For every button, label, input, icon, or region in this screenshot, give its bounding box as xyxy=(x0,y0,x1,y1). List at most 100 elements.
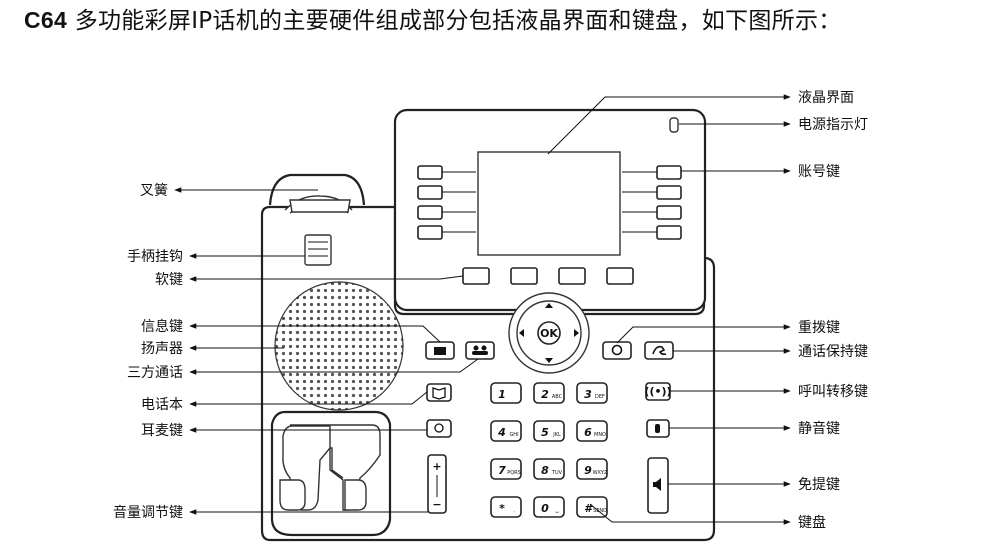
keypad-key-main: 2 xyxy=(541,388,549,401)
account-keys xyxy=(622,165,682,240)
line-key[interactable] xyxy=(417,165,443,180)
keypad-key-11[interactable]: 0␣ xyxy=(533,496,565,518)
keypad-key-frame xyxy=(533,420,565,442)
keypad-key-main: 7 xyxy=(498,464,506,477)
keypad-key-main: * xyxy=(499,502,505,515)
svg-text:+: + xyxy=(432,460,441,473)
message-key[interactable] xyxy=(425,341,455,360)
page-heading: C64 多功能彩屏IP话机的主要硬件组成部分包括液晶界面和键盘，如下图所示： xyxy=(24,2,842,39)
keypad-key-1[interactable]: 1 xyxy=(490,382,522,404)
label-power-led: 电源指示灯 xyxy=(798,117,868,133)
keypad-key-10[interactable]: *. xyxy=(490,496,522,518)
line-key[interactable] xyxy=(417,205,443,220)
labels: 液晶界面 电源指示灯 账号键 重拨键 通话保持键 呼叫转移键 静音键 免提键 键… xyxy=(113,90,868,531)
envelope-icon xyxy=(434,347,446,355)
hold-key[interactable] xyxy=(644,341,674,360)
mute-key[interactable] xyxy=(646,419,670,438)
keypad-key-frame xyxy=(490,496,522,518)
handsfree-key[interactable] xyxy=(647,457,669,514)
keypad-key-sub: . xyxy=(513,508,515,514)
label-soft-key: 软键 xyxy=(155,272,183,288)
speaker-icon xyxy=(653,478,661,491)
heading-text: 多功能彩屏IP话机的主要硬件组成部分包括液晶界面和键盘，如下图所示： xyxy=(67,8,842,34)
label-keypad: 键盘 xyxy=(798,514,826,531)
keypad-key-sub: ␣ xyxy=(555,508,558,514)
keypad-key-main: 0 xyxy=(541,502,549,515)
ok-button[interactable] xyxy=(537,321,561,345)
keypad-key-frame xyxy=(576,420,608,442)
soft-key-2[interactable] xyxy=(510,267,538,285)
nav-up-icon[interactable] xyxy=(545,303,553,308)
soft-key-1[interactable] xyxy=(462,267,490,285)
keypad-key-main: 9 xyxy=(584,464,592,477)
keypad-key-sub: DEF xyxy=(595,394,605,400)
keypad-key-main: 1 xyxy=(498,388,506,401)
keypad-key-sub: MNO xyxy=(594,432,606,438)
label-message-key: 信息键 xyxy=(141,318,183,335)
svg-text:−: − xyxy=(432,498,441,511)
leader-lines xyxy=(174,94,791,525)
people-icon xyxy=(473,345,479,351)
line-key[interactable] xyxy=(417,185,443,200)
nav-left-icon[interactable] xyxy=(519,329,524,337)
keypad-key-main: 6 xyxy=(584,426,592,439)
keypad-key-frame xyxy=(490,420,522,442)
left-line-keys xyxy=(417,165,476,240)
nav-right-icon[interactable] xyxy=(574,329,579,337)
keypad-key-frame xyxy=(490,458,522,480)
lcd-screen xyxy=(477,151,621,256)
hook-switch[interactable] xyxy=(289,199,351,213)
redial-key[interactable] xyxy=(602,341,632,360)
label-hold-key: 通话保持键 xyxy=(798,344,868,360)
keypad-key-sub: JKL xyxy=(552,432,561,438)
account-key[interactable] xyxy=(656,225,682,240)
conference-key[interactable] xyxy=(465,341,495,360)
soft-key-3[interactable] xyxy=(558,267,586,285)
label-redial-key: 重拨键 xyxy=(798,320,840,336)
account-key[interactable] xyxy=(656,185,682,200)
volume-key[interactable]: + − xyxy=(427,454,447,514)
label-lcd: 液晶界面 xyxy=(798,90,854,106)
keypad-key-frame xyxy=(576,382,608,404)
transfer-key[interactable]: ((•)) xyxy=(644,382,672,401)
keypad-key-frame xyxy=(533,496,565,518)
power-led xyxy=(669,117,679,133)
keypad-key-main: 8 xyxy=(541,464,549,477)
label-account-key: 账号键 xyxy=(798,164,840,180)
handset-hook xyxy=(304,234,332,266)
label-headset-key: 耳麦键 xyxy=(141,423,183,439)
phonebook-key[interactable] xyxy=(426,383,452,402)
account-key[interactable] xyxy=(656,165,682,180)
keypad-key-sub: WXYZ xyxy=(593,470,608,476)
label-volume-key: 音量调节键 xyxy=(113,504,183,521)
keypad-key-sub: TUV xyxy=(551,470,563,476)
label-conference: 三方通话 xyxy=(127,365,183,381)
soft-key-4[interactable] xyxy=(606,267,634,285)
keypad-key-main: 5 xyxy=(541,426,549,439)
label-speaker: 扬声器 xyxy=(141,341,183,357)
line-key[interactable] xyxy=(417,225,443,240)
heading-model: C64 xyxy=(24,7,68,33)
mute-icon xyxy=(655,424,660,433)
headset-icon xyxy=(434,423,444,433)
display-housing xyxy=(393,108,707,312)
nav-down-icon[interactable] xyxy=(545,358,553,363)
keypad-key-main: # xyxy=(584,502,593,515)
account-key[interactable] xyxy=(656,205,682,220)
label-transfer-key: 呼叫转移键 xyxy=(798,384,868,400)
headset-key[interactable] xyxy=(426,419,452,438)
keypad-key-main: 3 xyxy=(584,388,592,401)
keypad-key-frame xyxy=(576,458,608,480)
keypad-key-sub: ABC xyxy=(552,394,563,400)
keypad-key-sub: GHI xyxy=(509,432,518,438)
